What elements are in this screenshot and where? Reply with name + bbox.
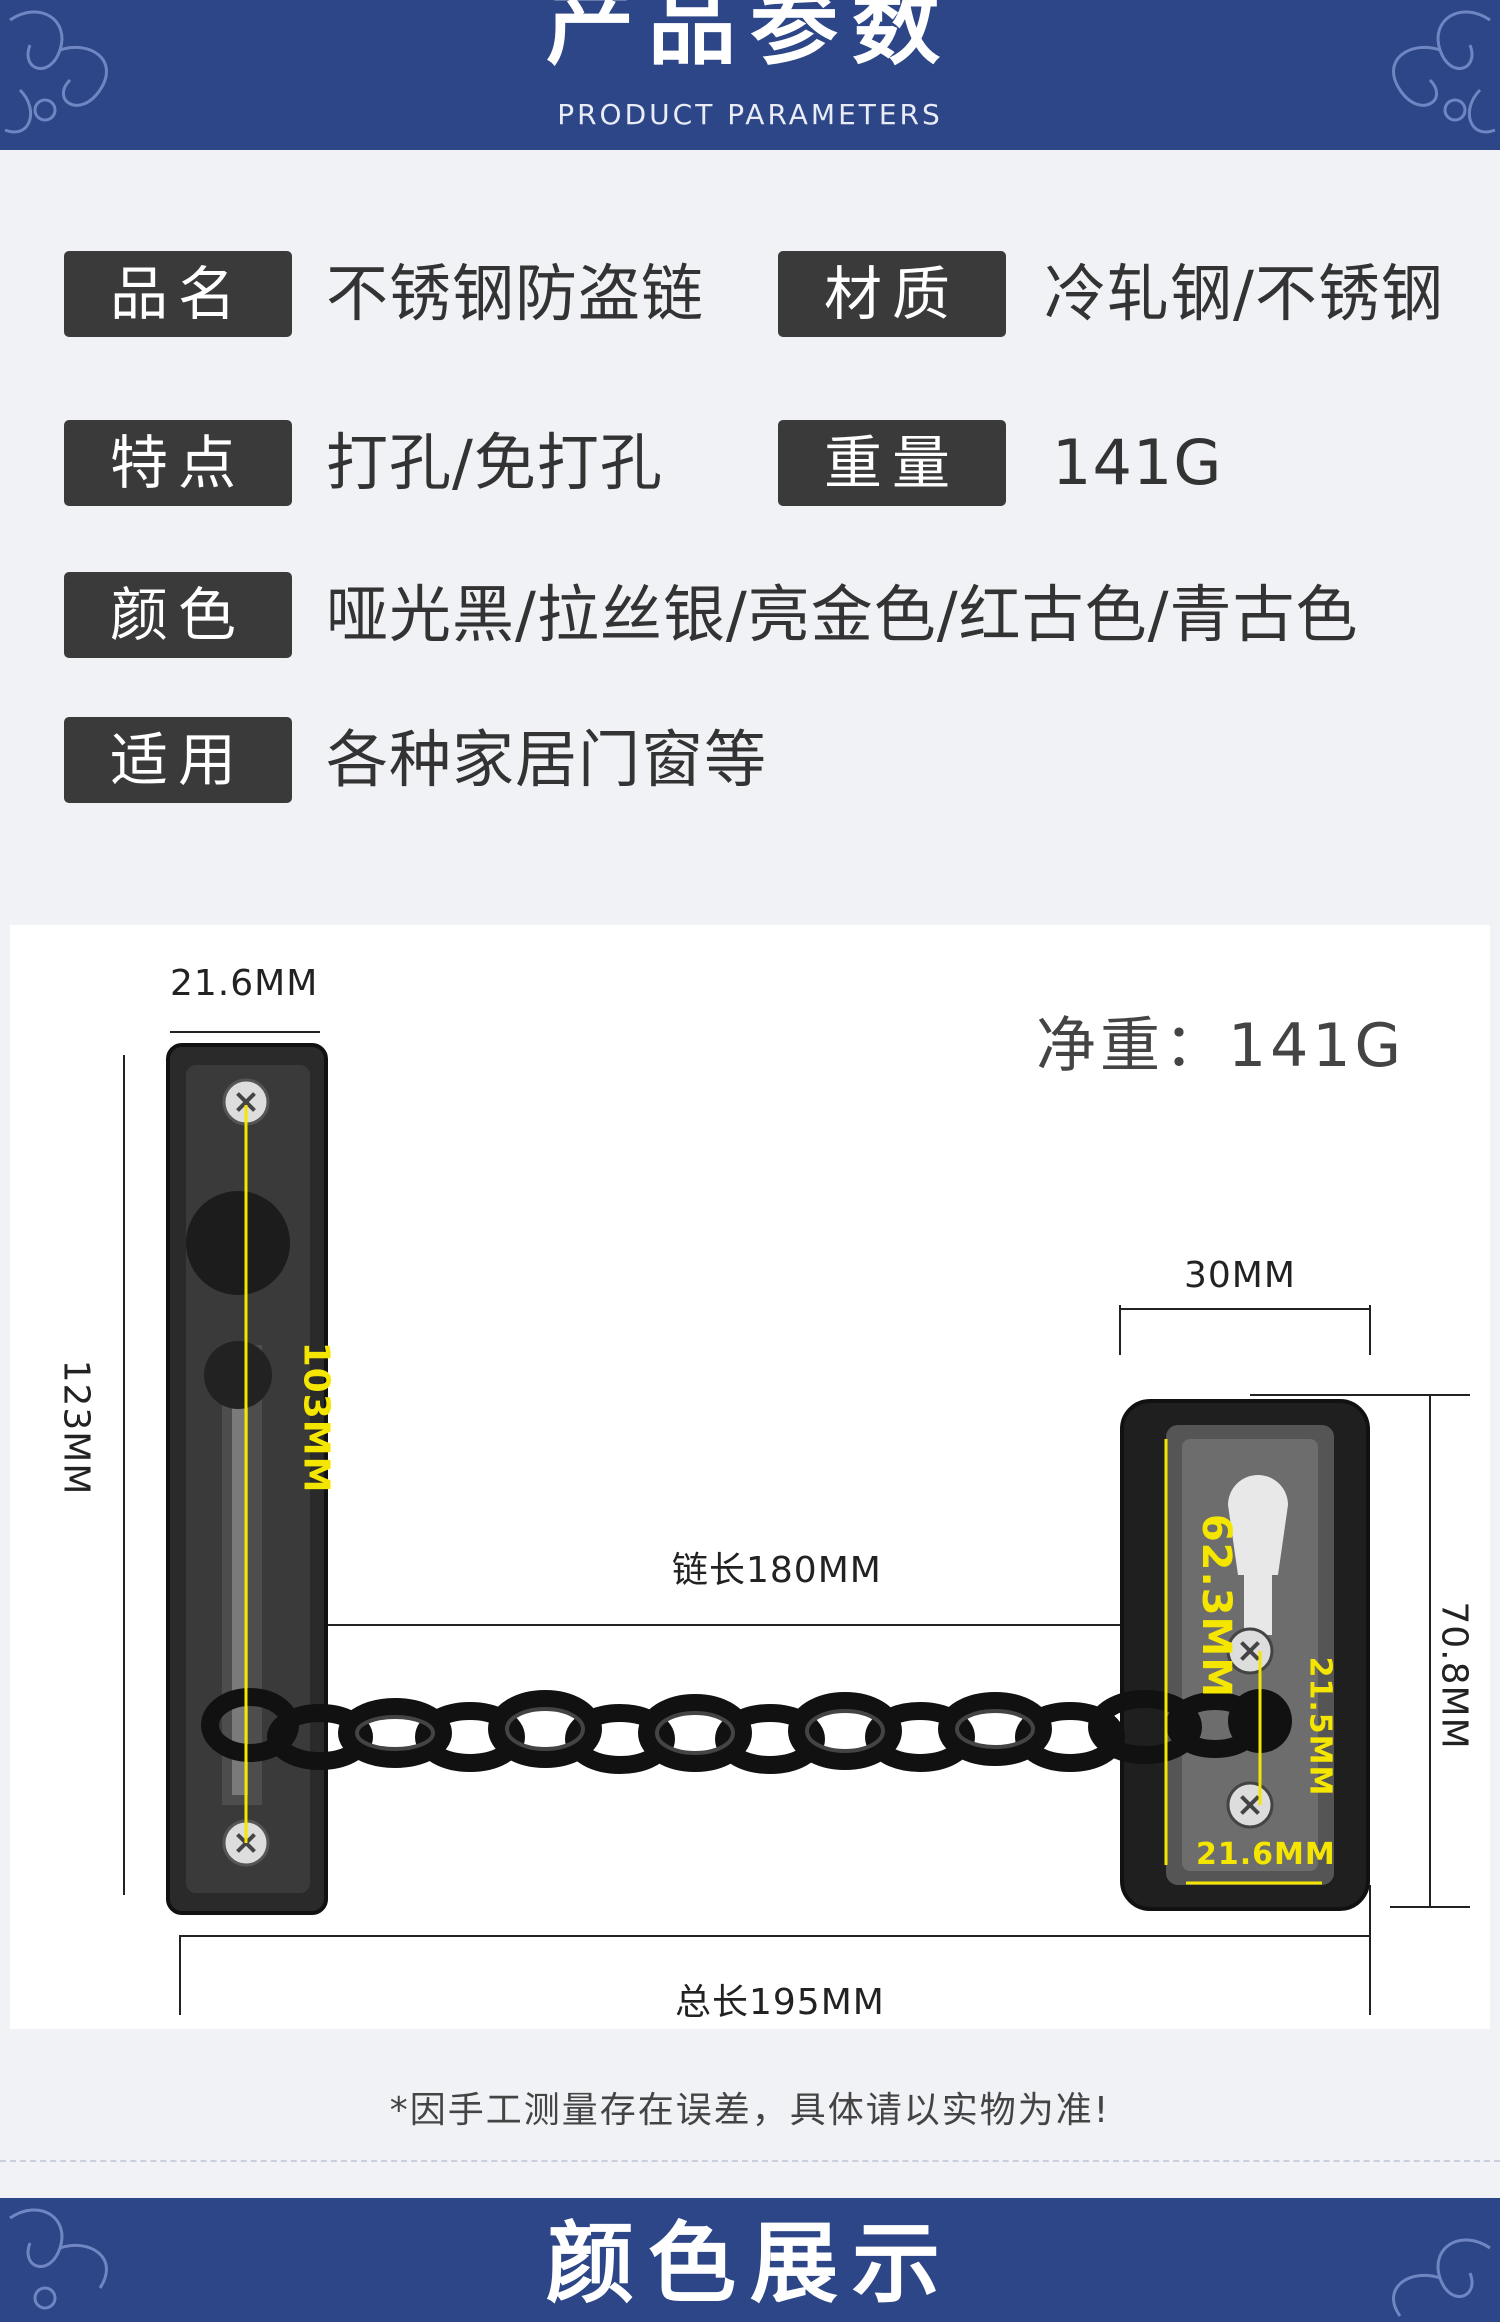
param-value-name: 不锈钢防盗链: [326, 257, 705, 330]
param-label-feature: 特点: [64, 420, 292, 506]
floral-ornament-left-icon: [4, 10, 108, 134]
header-banner: 产品参数 PRODUCT PARAMETERS: [0, 0, 1500, 150]
net-weight: 净重：141G: [1036, 1011, 1406, 1081]
dim-keeper-height: 70.8MM: [1433, 1601, 1475, 1750]
page-subtitle: PRODUCT PARAMETERS: [557, 98, 943, 131]
param-label-material: 材质: [778, 251, 1006, 337]
page-title: 产品参数: [545, 0, 954, 77]
floral-ornament-left-icon: [9, 2208, 108, 2310]
param-label-weight: 重量: [778, 420, 1006, 506]
dim-keeper-inner-height: 62.3MM: [1193, 1513, 1240, 1699]
param-label-color: 颜色: [64, 572, 292, 658]
param-value-material: 冷轧钢/不锈钢: [1044, 257, 1444, 330]
dim-keeper-width: 30MM: [1184, 1255, 1296, 1296]
dim-keeper-inner-width: 21.6MM: [1196, 1837, 1336, 1872]
section-divider: [0, 2160, 1500, 2162]
product-drawing: [123, 1031, 1470, 2015]
param-label-usage: 适用: [64, 717, 292, 803]
dim-chain-length: 链长180MM: [672, 1550, 882, 1591]
dim-plate-width: 21.6MM: [170, 963, 319, 1004]
dim-plate-height: 123MM: [55, 1359, 97, 1496]
dim-slot-length: 103MM: [295, 1341, 337, 1494]
footer-banner: 颜色展示: [0, 2198, 1500, 2322]
section-title-colors: 颜色展示: [545, 2212, 954, 2315]
measurement-footnote: *因手工测量存在误差，具体请以实物为准!: [389, 2090, 1111, 2131]
dim-keeper-screw-spacing: 21.5MM: [1302, 1656, 1338, 1797]
param-value-weight: 141G: [1052, 426, 1223, 499]
param-value-color: 哑光黑/拉丝银/亮金色/红古色/青古色: [326, 578, 1359, 651]
param-value-feature: 打孔/免打孔: [326, 426, 663, 499]
param-label-name: 品名: [64, 251, 292, 337]
floral-ornament-right-icon: [1392, 2238, 1491, 2317]
floral-ornament-right-icon: [1392, 10, 1496, 134]
param-value-usage: 各种家居门窗等: [326, 723, 768, 796]
dim-total-length: 总长195MM: [675, 1982, 885, 2023]
dimension-diagram: 21.6MM 123MM 103MM 净重：141G 链长180MM 总长195…: [10, 925, 1490, 2029]
